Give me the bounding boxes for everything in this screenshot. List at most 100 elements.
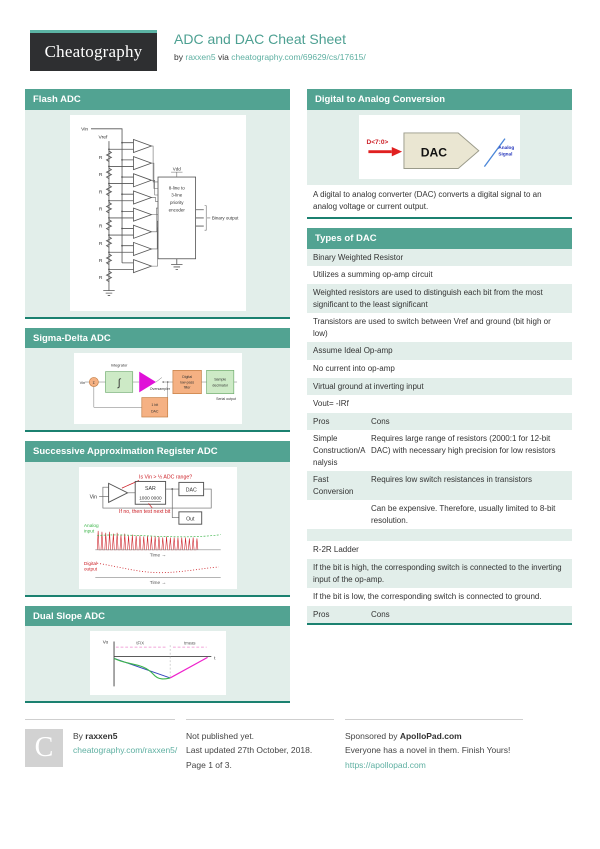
table-cell: Assume Ideal Op-amp (313, 346, 393, 356)
filter-label: low-pass (180, 380, 194, 384)
section-title: Successive Approximation Register ADC (25, 441, 290, 462)
table-row: Can be expensive. Therefore, usually lim… (307, 500, 572, 530)
pros-header: Pros (313, 609, 330, 619)
table-row: Utilizes a summing op-amp circuit (307, 266, 572, 284)
section-sigma-delta-adc: Sigma-Delta ADC Vin Σ Integrator ∫ (25, 327, 290, 432)
analog-input-label: input (83, 528, 94, 534)
vo-axis-label: Vo (102, 639, 108, 644)
footer-username: raxxen5 (85, 731, 118, 741)
vdd-label: Vdd (172, 166, 180, 171)
section-title: Sigma-Delta ADC (25, 327, 290, 348)
table-row: No current into op-amp (307, 359, 572, 378)
left-column: Flash ADC Vin Vref R R R (25, 89, 290, 703)
table-row: Simple Construction/A nalysis Requires l… (307, 430, 572, 472)
analog-input-label: Analog (83, 523, 98, 529)
right-column: Digital to Analog Conversion D<7:0> DAC … (307, 89, 572, 626)
table-row-spacer (307, 529, 572, 542)
table-row: If the bit is high, the corresponding sw… (307, 559, 572, 589)
oversampler-label: Oversampler (149, 387, 170, 391)
section-types-of-dac: Types of DAC Binary Weighted Resistor Ut… (307, 228, 572, 626)
author-avatar[interactable]: C (25, 729, 63, 767)
cons-header: Cons (371, 609, 390, 619)
section-digital-to-analog: Digital to Analog Conversion D<7:0> DAC … (307, 89, 572, 220)
cheatography-logo[interactable]: Cheatography (30, 30, 157, 71)
tfix-label: tFIX (136, 640, 144, 645)
table-cell: Requires low switch resistances in trans… (371, 475, 532, 485)
page-title: ADC and DAC Cheat Sheet (174, 31, 346, 47)
table-cell (313, 503, 371, 526)
footer-author: C By raxxen5 cheatography.com/raxxen5/ (25, 719, 178, 772)
sar-box-label: SAR (145, 486, 156, 492)
table-cell: Transistors are used to switch between V… (313, 317, 551, 338)
encoder-label: priority (170, 200, 184, 205)
encoder-label: encoder (168, 207, 185, 212)
flash-adc-diagram: Vin Vref R R R R R R R (69, 114, 246, 311)
section-title: Dual Slope ADC (25, 605, 290, 626)
resistor-label: R (98, 258, 102, 264)
table-cell: Requires large range of resistors (2000:… (371, 434, 556, 455)
table-cell: If the bit is high, the corresponding sw… (313, 563, 562, 584)
sponsor-name: ApolloPad.com (399, 731, 462, 741)
sigma-delta-diagram: Vin Σ Integrator ∫ Oversampler (73, 353, 242, 424)
sigma-delta-body: Vin Σ Integrator ∫ Oversampler (25, 348, 290, 430)
sar-question-annotation: Is Vin > ½ ADC range? (139, 473, 192, 480)
byline-by: by (174, 52, 183, 62)
feedback-dac-label: 1 bit (151, 403, 158, 407)
footer-sponsor: Sponsored by ApolloPad.com Everyone has … (345, 719, 523, 772)
author-link[interactable]: raxxen5 (185, 52, 216, 62)
publish-status: Not published yet. (186, 731, 255, 741)
table-cell: Virtual ground at inverting input (313, 381, 424, 391)
table-cell: Fast Conversion (313, 475, 354, 496)
section-flash-adc: Flash ADC Vin Vref R R R (25, 89, 290, 319)
resistor-label: R (98, 189, 102, 195)
dac-diagram: D<7:0> DAC Analog Signal (359, 114, 520, 179)
integrator-label: Integrator (110, 362, 127, 367)
d2a-body: D<7:0> DAC Analog Signal (307, 109, 572, 185)
sponsor-link[interactable]: https://apollopad.com (345, 759, 426, 770)
table-cell: Simple Construction/A nalysis (313, 434, 366, 467)
decimator-label: Sample (214, 378, 226, 382)
sponsored-by-label: Sponsored by (345, 731, 398, 741)
pros-header: Pros (313, 416, 330, 426)
table-cell: No current into op-amp (313, 363, 395, 373)
table-cell: Can be expensive. Therefore, usually lim… (371, 504, 556, 525)
feedback-dac-label: DAC (151, 409, 159, 413)
resistor-label: R (98, 240, 102, 246)
table-row: Fast Conversion Requires low switch resi… (307, 471, 572, 501)
table-cell: Utilizes a summing op-amp circuit (313, 270, 433, 280)
resistor-label: R (98, 172, 102, 178)
table-cell: Vout= -IRf (313, 399, 349, 409)
last-updated: Last updated 27th October, 2018. (186, 745, 313, 756)
table-row: R-2R Ladder (307, 541, 572, 560)
table-row: If the bit is low, the corresponding swi… (307, 588, 572, 606)
table-row-pros-cons: Pros Cons (307, 605, 572, 624)
t-axis-label: t (214, 655, 216, 660)
flash-adc-body: Vin Vref R R R R R R R (25, 109, 290, 317)
author-profile-link[interactable]: cheatography.com/raxxen5/ (73, 745, 178, 756)
digital-bus-label: D<7:0> (367, 139, 389, 146)
sar-adc-body: Is Vin > ½ ADC range? Vin SAR 1000 0000 (25, 461, 290, 595)
cons-header: Cons (371, 416, 390, 426)
table-row: Vout= -IRf (307, 395, 572, 413)
page-number: Page 1 of 3. (186, 759, 232, 770)
binary-output-label: Binary output (211, 215, 238, 220)
table-row: Assume Ideal Op-amp (307, 342, 572, 360)
section-title: Digital to Analog Conversion (307, 89, 572, 110)
dac-block-label: DAC (421, 145, 448, 159)
title-block: ADC and DAC Cheat Sheet by raxxen5 via c… (174, 30, 366, 62)
integral-symbol: ∫ (116, 378, 121, 389)
dac-description: A digital to analog converter (DAC) conv… (307, 184, 572, 218)
table-cell: If the bit is low, the corresponding swi… (313, 592, 542, 602)
section-title: Flash ADC (25, 89, 290, 110)
resistor-label: R (98, 206, 102, 212)
resistor-label: R (98, 275, 102, 281)
serial-output-label: Serial output (216, 397, 236, 401)
table-row: Binary Weighted Resistor (307, 248, 572, 267)
content-columns: Flash ADC Vin Vref R R R (0, 89, 600, 703)
resistor-label: R (98, 155, 102, 161)
sponsor-tagline: Everyone has a novel in them. Finish You… (345, 745, 511, 756)
sheet-url-link[interactable]: cheatography.com/69629/cs/17615/ (231, 52, 366, 62)
sar-no-annotation: If no, then test next bit (119, 508, 171, 514)
out-box-label: Out (186, 516, 195, 522)
tmeas-label: tmeas (184, 640, 195, 645)
